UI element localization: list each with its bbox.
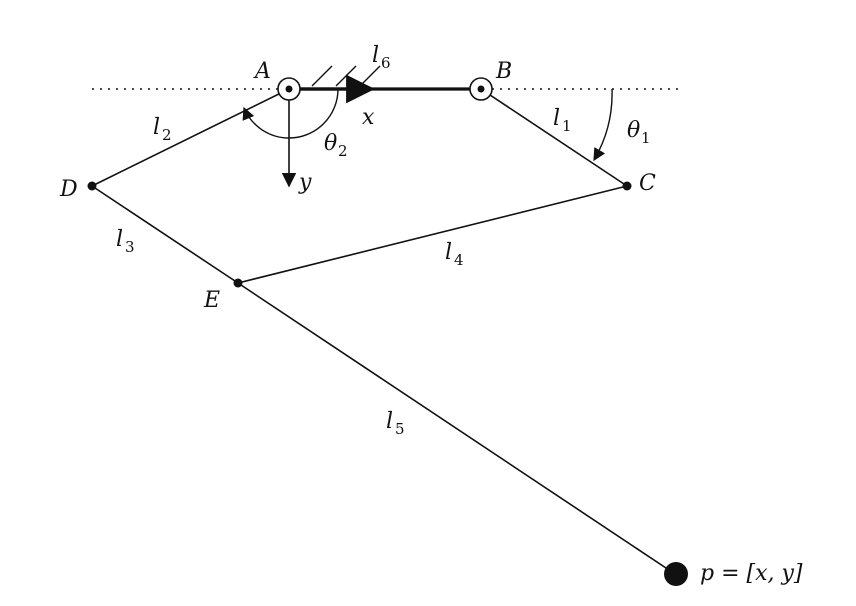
ground-hatch: [311, 65, 381, 87]
svg-text:θ: θ: [627, 118, 640, 143]
svg-text:2: 2: [338, 142, 348, 160]
label-y-axis: y: [298, 170, 312, 195]
label-d: D: [59, 177, 78, 202]
joint-e: [233, 278, 243, 288]
label-l6: l 6: [372, 43, 391, 72]
label-a: A: [253, 59, 271, 84]
svg-text:l: l: [116, 227, 123, 252]
link-l1: [480, 88, 628, 187]
svg-text:5: 5: [395, 420, 405, 438]
label-e: E: [203, 288, 220, 313]
joint-a: [277, 77, 301, 101]
svg-text:1: 1: [562, 117, 572, 135]
link-l5: [237, 282, 676, 575]
label-b: B: [495, 59, 512, 84]
svg-text:4: 4: [454, 251, 464, 269]
joint-b: [469, 77, 493, 101]
svg-text:6: 6: [381, 54, 391, 72]
svg-text:1: 1: [641, 129, 651, 147]
svg-text:3: 3: [125, 238, 135, 256]
svg-text:l: l: [372, 43, 379, 68]
end-effector-point: [664, 562, 688, 586]
label-l2: l 2: [153, 115, 172, 144]
label-c: C: [639, 171, 656, 196]
label-theta2: θ 2: [324, 131, 348, 160]
svg-text:l: l: [445, 240, 452, 265]
svg-text:θ: θ: [324, 131, 337, 156]
label-endpoint: p = [x, y]: [700, 561, 803, 586]
link-l4: [237, 185, 628, 284]
label-l4: l 4: [445, 240, 464, 269]
label-l5: l 5: [386, 409, 405, 438]
theta1-arc: [593, 88, 613, 162]
link-l3: [91, 185, 239, 284]
joint-d: [87, 181, 97, 191]
label-l1: l 1: [553, 106, 572, 135]
label-l3: l 3: [116, 227, 135, 256]
svg-text:l: l: [553, 106, 560, 131]
link-l2: [91, 88, 290, 187]
theta2-arc: [242, 88, 339, 139]
label-theta1: θ 1: [627, 118, 651, 147]
svg-text:l: l: [153, 115, 160, 140]
svg-text:l: l: [386, 409, 393, 434]
joint-c: [622, 181, 632, 191]
label-x-axis: x: [362, 105, 375, 130]
svg-text:2: 2: [162, 126, 172, 144]
